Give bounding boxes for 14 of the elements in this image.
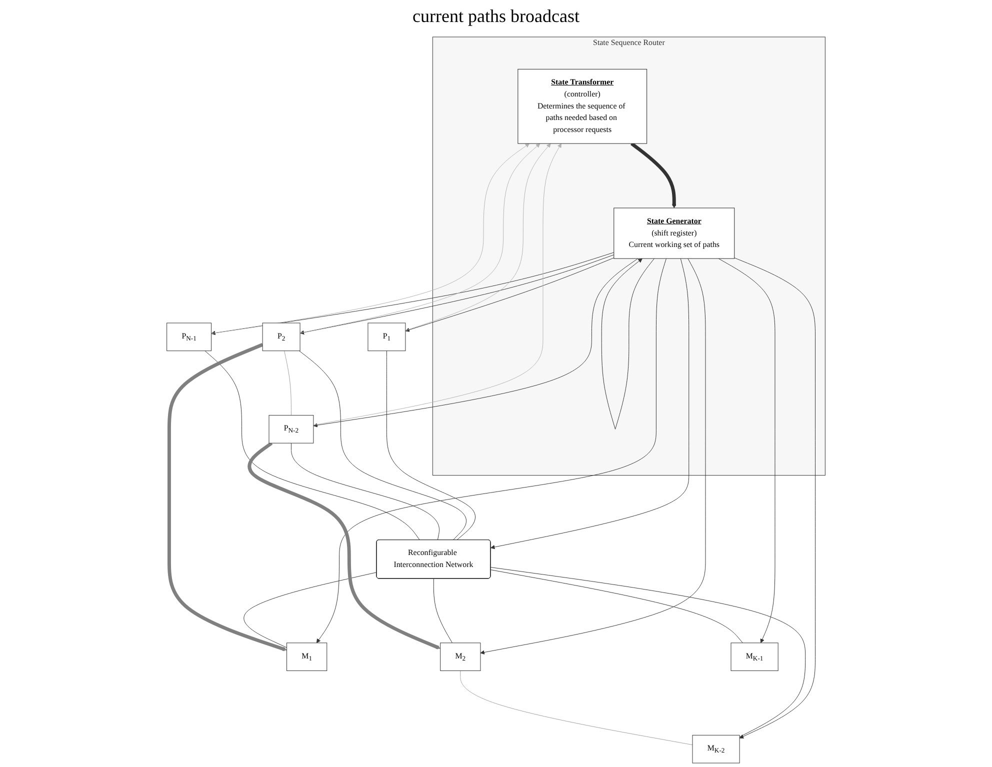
- connector: [204, 350, 420, 540]
- annotation-text: current paths broadcast: [412, 6, 580, 26]
- connector: [386, 350, 476, 540]
- connector: [290, 442, 440, 540]
- arrow: [248, 442, 441, 650]
- connector: [490, 567, 806, 738]
- connector: [284, 350, 292, 416]
- connector: [244, 572, 377, 648]
- connector: [433, 578, 453, 644]
- connector: [490, 570, 743, 644]
- connector: [298, 350, 467, 540]
- arrow: [167, 343, 287, 652]
- arrow: [630, 142, 676, 208]
- connector: [460, 670, 693, 746]
